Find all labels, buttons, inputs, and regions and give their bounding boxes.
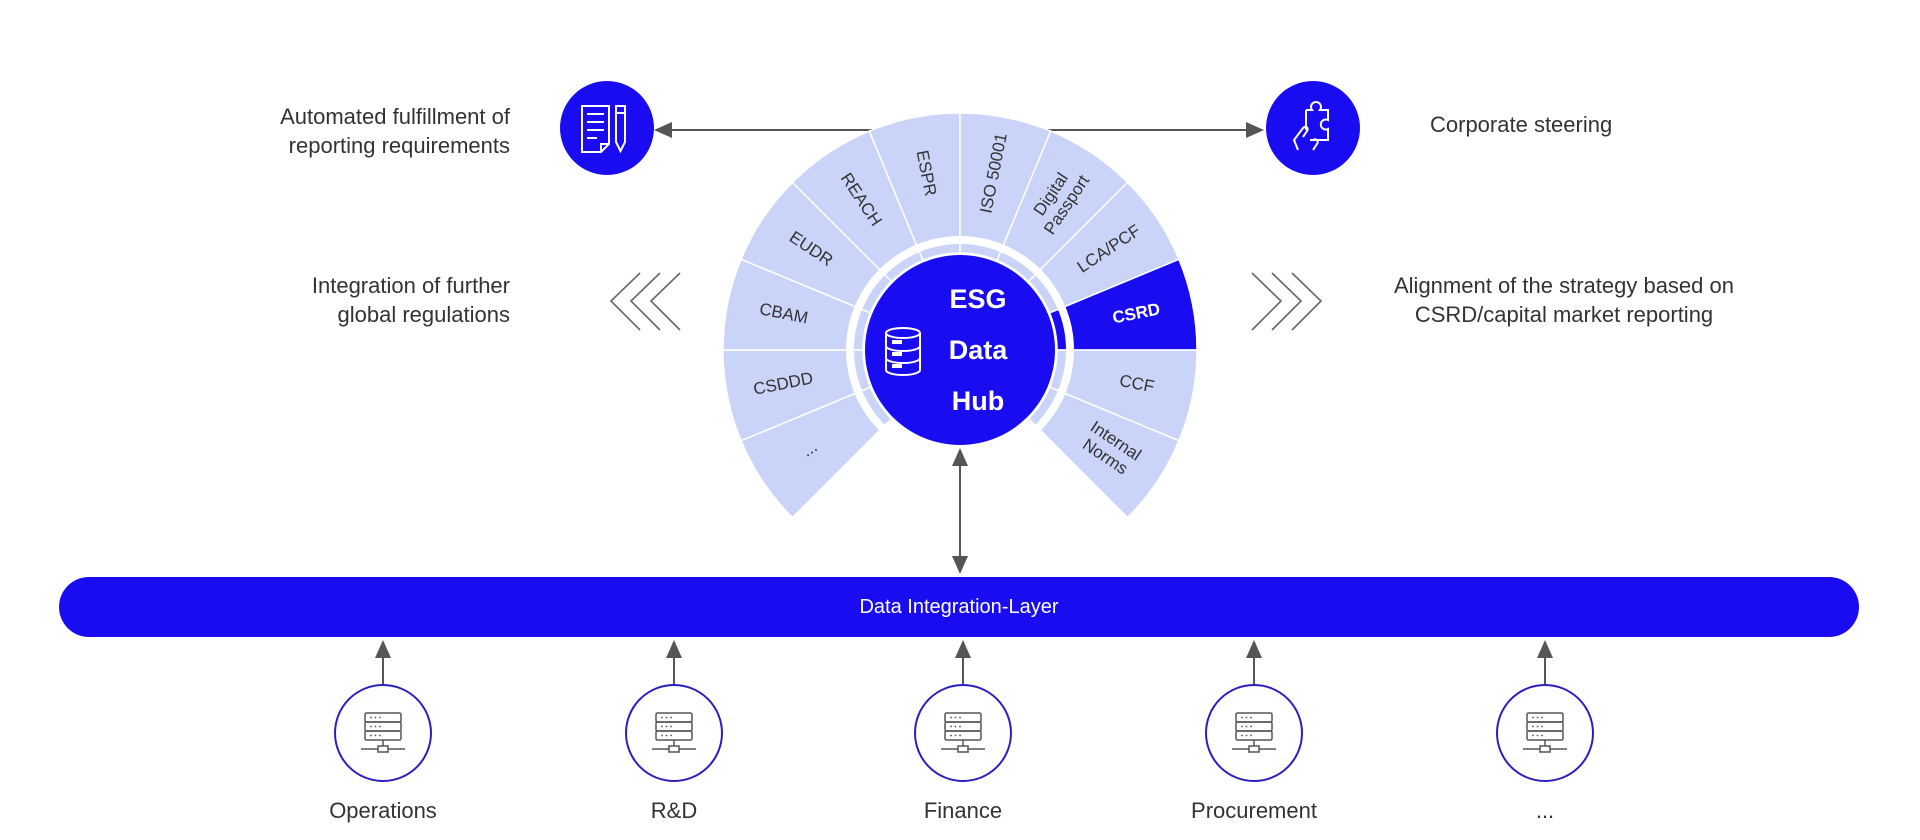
source-label: ...	[1535, 798, 1555, 823]
server-icon	[361, 712, 405, 753]
segment-internal-norms: InternalNorms	[1027, 386, 1180, 519]
puzzle-hand-icon	[1292, 101, 1329, 151]
hub-title-line: Data	[949, 335, 1009, 365]
source-circle	[914, 684, 1012, 782]
source-circle	[334, 684, 432, 782]
text-line: Alignment of the strategy based on	[1394, 273, 1734, 298]
source-label: R&D	[650, 798, 698, 823]
integration-layer-label: Data Integration-Layer	[859, 595, 1059, 618]
hub-circle	[865, 255, 1055, 445]
segment-eudr: EUDR	[740, 181, 893, 314]
server-icon	[652, 712, 696, 753]
source-circle	[1205, 684, 1303, 782]
server-icon	[1523, 712, 1567, 753]
text-line: CSRD/capital market reporting	[1414, 302, 1714, 327]
data-source	[334, 640, 432, 782]
segment-csddd: CSDDD	[722, 349, 872, 442]
text-line: reporting requirements	[288, 133, 510, 158]
corporate-steering-text: Corporate steering	[1430, 112, 1613, 137]
source-label: Finance	[923, 798, 1003, 823]
right-chevrons-icon	[1251, 272, 1323, 331]
segment-espr: ESPR	[868, 112, 961, 262]
server-icon	[941, 712, 985, 753]
segment-cbam: CBAM	[722, 258, 872, 351]
text-line: Automated fulfillment of	[280, 104, 510, 129]
steering-icon-circle	[1266, 81, 1360, 175]
text-line: Integration of further	[311, 273, 510, 298]
segment-shape	[1027, 386, 1180, 519]
data-source	[625, 640, 723, 782]
source-label: Procurement	[1191, 798, 1317, 823]
text-line: global regulations	[337, 302, 510, 327]
reporting-icon-circle	[560, 81, 654, 175]
reporting-requirements-text: Automated fulfillment of reporting requi…	[200, 102, 510, 160]
hub-title-line: Hub	[952, 386, 1004, 416]
server-icon	[1232, 712, 1276, 753]
database-icon	[885, 327, 921, 376]
data-sources	[334, 640, 1594, 782]
source-circle	[1496, 684, 1594, 782]
source-circle	[625, 684, 723, 782]
data-integration-layer: Data Integration-Layer	[59, 577, 1859, 637]
further-regulations-text: Integration of further global regulation…	[200, 271, 510, 329]
segment-digital-passport: DigitalPassport	[996, 130, 1129, 283]
segment-lca-pcf: LCA/PCF	[1027, 181, 1180, 314]
document-pencil-icon	[581, 105, 626, 154]
data-source	[1205, 640, 1303, 782]
left-chevrons-icon	[609, 272, 681, 331]
segment-csrd: CSRD	[1048, 258, 1198, 351]
data-source	[1496, 640, 1594, 782]
hub-title-line: ESG	[949, 284, 1006, 314]
source-label: Operations	[329, 798, 437, 823]
inner-ring	[846, 236, 1074, 431]
strategy-alignment-text: Alignment of the strategy based on CSRD/…	[1364, 271, 1764, 329]
data-source	[914, 640, 1012, 782]
